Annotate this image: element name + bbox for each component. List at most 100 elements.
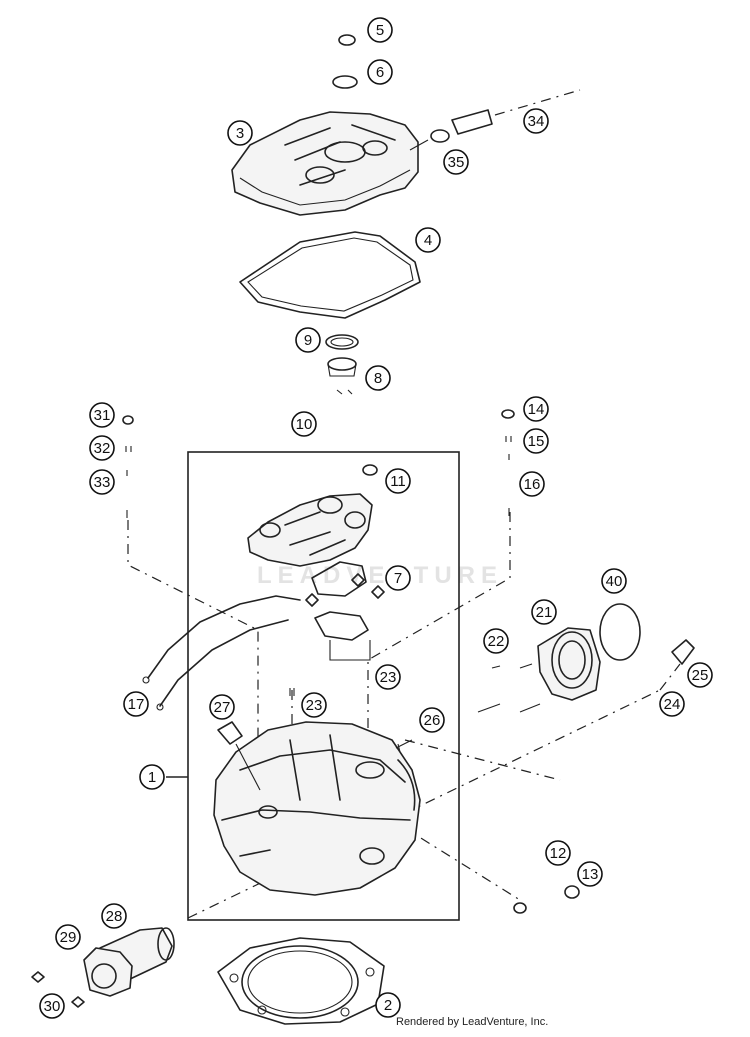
callout-label: 24 (664, 696, 681, 713)
alignment-line-14-16 (367, 512, 511, 760)
callout-12: 12 (545, 840, 571, 866)
callout-label: 13 (582, 866, 599, 883)
callout-27: 27 (209, 694, 235, 720)
callout-label: 2 (384, 997, 392, 1014)
callout-35: 35 (443, 149, 469, 175)
callout-label: 3 (236, 125, 244, 142)
callout-label: 32 (94, 440, 111, 457)
callout-label: 21 (536, 604, 553, 621)
callout-11: 11 (385, 468, 411, 494)
callout-label: 34 (528, 113, 545, 130)
callout-30: 30 (39, 993, 65, 1019)
callout-9: 9 (295, 327, 321, 353)
cylinder-head-group-frame (187, 451, 460, 921)
callout-22: 22 (483, 628, 509, 654)
callout-label: 8 (374, 370, 382, 387)
callout-label: 31 (94, 407, 111, 424)
callout-32: 32 (89, 435, 115, 461)
callout-label: 23 (306, 697, 323, 714)
callout-label: 6 (376, 64, 384, 81)
callout-label: 25 (692, 667, 709, 684)
callout-label: 14 (528, 401, 545, 418)
callout-label: 22 (488, 633, 505, 650)
callout-label: 35 (448, 154, 465, 171)
callout-4: 4 (415, 227, 441, 253)
clamp-part-40 (599, 603, 641, 661)
exhaust-flange-part-29 (83, 947, 133, 997)
callout-label: 7 (394, 570, 402, 587)
callout-label: 27 (214, 699, 231, 716)
callout-1: 1 (139, 764, 165, 790)
callout-3: 3 (227, 120, 253, 146)
seal-part-8 (327, 357, 357, 371)
camshaft-assembly-part (247, 493, 373, 597)
callout-label: 10 (296, 416, 313, 433)
oring-part-6 (332, 75, 358, 89)
callout-label: 12 (550, 845, 567, 862)
head-gasket-part-2 (217, 937, 385, 1025)
callout-40: 40 (601, 568, 627, 594)
callout-28: 28 (101, 903, 127, 929)
callout-label: 28 (106, 908, 123, 925)
callout-label: 16 (524, 476, 541, 493)
callout-2: 2 (375, 992, 401, 1018)
oil-pipe-part-17 (147, 595, 301, 679)
callout-34: 34 (523, 108, 549, 134)
sleeve-part-27 (217, 721, 243, 745)
callout-label: 23 (380, 669, 397, 686)
callout-label: 40 (606, 573, 623, 590)
callout-label: 26 (424, 712, 441, 729)
callout-26: 26 (419, 707, 445, 733)
callout-15: 15 (523, 428, 549, 454)
hose-line-24 (659, 663, 681, 691)
callout-14: 14 (523, 396, 549, 422)
intake-rubber-part-21 (537, 627, 601, 701)
callout-7: 7 (385, 565, 411, 591)
valve-cover-part (231, 111, 419, 216)
retainer-part-31 (122, 415, 134, 425)
nut-part-7 (305, 573, 385, 607)
callout-label: 11 (390, 473, 406, 490)
callout-21: 21 (531, 599, 557, 625)
callout-23: 23 (375, 664, 401, 690)
callout-label: 33 (94, 474, 111, 491)
callout-24: 24 (659, 691, 685, 717)
screw-part-26 (395, 739, 413, 753)
footer-credit: Rendered by LeadVenture, Inc. (396, 1016, 549, 1028)
callout-23: 23 (301, 692, 327, 718)
plug-part-12 (513, 902, 527, 914)
cap-part-5 (338, 34, 356, 46)
hose-line-34 (494, 89, 581, 116)
callout-17: 17 (123, 691, 149, 717)
valve-cover-gasket-part (239, 231, 421, 319)
callout-10: 10 (291, 411, 317, 437)
callout-label: 29 (60, 929, 77, 946)
alignment-line-31-33 (127, 520, 259, 760)
callout-29: 29 (55, 924, 81, 950)
callout-5: 5 (367, 17, 393, 43)
plug-part-11 (362, 464, 378, 476)
callout-label: 17 (128, 696, 145, 713)
cotter-part-15 (505, 436, 512, 442)
callout-label: 30 (44, 998, 61, 1015)
seal-part-9 (325, 334, 359, 350)
callout-label: 15 (528, 433, 545, 450)
callout-8: 8 (365, 365, 391, 391)
callout-16: 16 (519, 471, 545, 497)
clamp-part-35 (430, 129, 450, 143)
hose-part-34 (451, 109, 493, 135)
callout-6: 6 (367, 59, 393, 85)
callout-25: 25 (687, 662, 713, 688)
clamp-part-25 (671, 639, 695, 665)
retainer-part-14 (501, 409, 515, 419)
callout-label: 5 (376, 22, 384, 39)
screw-part-22 (477, 663, 541, 713)
cotter-part-32 (125, 446, 132, 452)
cylinder-head-body-part (213, 721, 421, 896)
callout-33: 33 (89, 469, 115, 495)
plug-part-13 (564, 885, 580, 899)
callout-label: 4 (424, 232, 432, 249)
callout-label: 1 (148, 769, 156, 786)
callout-label: 9 (304, 332, 312, 349)
